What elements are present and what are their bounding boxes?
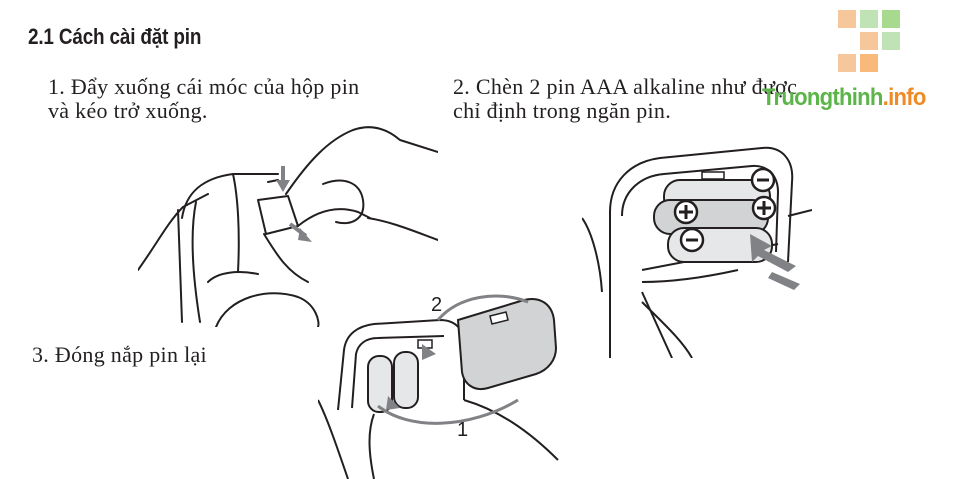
arrow-icon	[750, 234, 800, 290]
battery-cover	[456, 298, 558, 390]
section-heading: 2.1 Cách cài đặt pin	[28, 24, 202, 49]
step-2-text: 2. Chèn 2 pin AAA alkaline như được chỉ …	[453, 75, 903, 123]
logo-brand: Truongthinh	[762, 84, 883, 111]
step-1-text: 1. Đẩy xuống cái móc của hộp pin và kéo …	[48, 75, 438, 123]
step-3-text: 3. Đóng nắp pin lại	[32, 342, 207, 367]
illustration-step-3	[318, 294, 559, 479]
illustration-step-1	[138, 126, 438, 327]
illustration-step-2	[582, 146, 812, 358]
logo-suffix: .info	[882, 84, 927, 111]
step-2-line-2: chỉ định trong ngăn pin.	[453, 98, 672, 123]
arrow-icon	[276, 166, 312, 242]
logo-mark	[838, 10, 900, 72]
step-2-line-1: 2. Chèn 2 pin AAA alkaline như được	[453, 74, 798, 99]
step-1-line-2: và kéo trở xuống.	[48, 98, 208, 123]
minus-icon	[679, 167, 776, 253]
figure-label-2: 2	[431, 294, 443, 316]
logo-text: Truongthinh.info	[762, 84, 926, 112]
figure-label-1: 1	[457, 419, 469, 441]
step-1-line-1: 1. Đẩy xuống cái móc của hộp pin	[48, 74, 360, 99]
battery-pair	[367, 339, 433, 413]
arrow-icon	[386, 344, 436, 410]
plus-icon	[673, 195, 777, 225]
